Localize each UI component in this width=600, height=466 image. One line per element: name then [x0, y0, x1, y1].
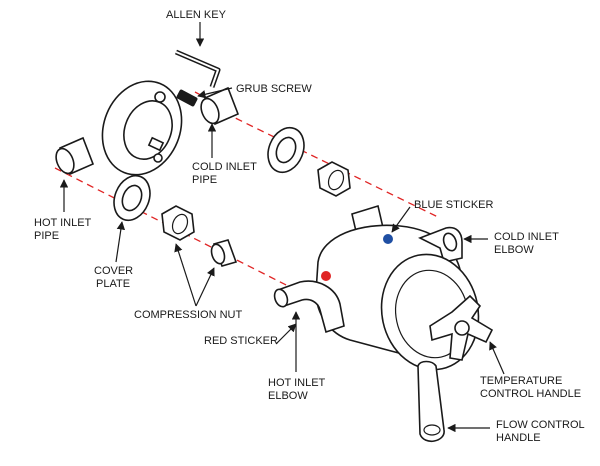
hot-inlet-pipe — [55, 136, 95, 176]
allen-key — [175, 49, 221, 88]
label-hot-inlet-pipe-line2: PIPE — [34, 230, 59, 242]
cover-plate-hot — [113, 174, 151, 222]
cover-plate-cold — [267, 126, 305, 174]
label-flow-handle-line1: FLOW CONTROL — [496, 419, 585, 431]
label-hot-inlet-pipe-line1: HOT INLET — [34, 217, 92, 229]
grub-screw — [176, 89, 198, 107]
label-blue-sticker: BLUE STICKER — [414, 199, 494, 211]
label-compression-nut: COMPRESSION NUT — [134, 309, 242, 321]
label-temperature-handle-line2: CONTROL HANDLE — [480, 388, 581, 400]
label-cold-inlet-pipe-line2: PIPE — [192, 174, 217, 186]
label-cold-inlet-elbow-line2: ELBOW — [494, 244, 534, 256]
mounting-ring — [101, 80, 183, 176]
label-hot-inlet-elbow-line1: HOT INLET — [268, 377, 326, 389]
blue-sticker-dot — [383, 234, 393, 244]
label-cover-plate-line2: PLATE — [96, 278, 130, 290]
label-allen-key: ALLEN KEY — [166, 9, 227, 21]
label-temperature-handle-line1: TEMPERATURE — [480, 375, 562, 387]
label-red-sticker: RED STICKER — [204, 335, 278, 347]
cold-inlet-pipe — [200, 86, 240, 126]
red-sticker-dot — [321, 271, 331, 281]
label-hot-inlet-elbow-line2: ELBOW — [268, 390, 308, 402]
label-cover-plate-line1: COVER — [94, 265, 133, 277]
label-cold-inlet-elbow-line1: COLD INLET — [494, 231, 559, 243]
valve-body — [273, 204, 494, 442]
compression-nut-cold — [317, 161, 351, 197]
label-cold-inlet-pipe-line1: COLD INLET — [192, 161, 257, 173]
leader-lines — [59, 22, 505, 433]
label-flow-handle-line2: HANDLE — [496, 432, 541, 444]
compression-nut-hot — [161, 205, 195, 241]
label-grub-screw: GRUB SCREW — [236, 83, 312, 95]
olive-ring — [210, 239, 238, 267]
